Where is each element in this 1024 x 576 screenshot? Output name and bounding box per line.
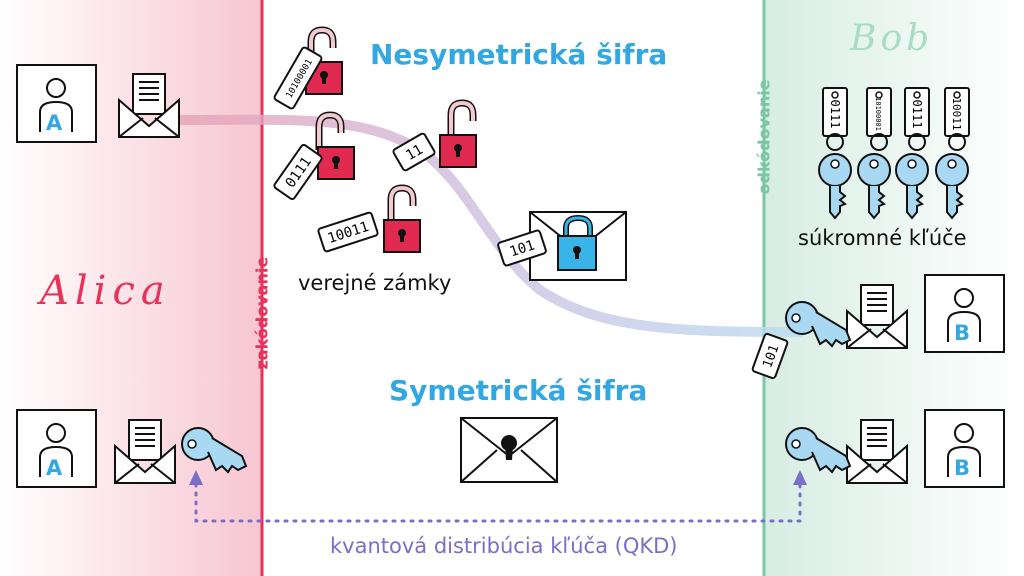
decryption-key-icon bbox=[785, 301, 852, 348]
letter-envelope-icon bbox=[846, 284, 908, 349]
bob-avatar-top bbox=[924, 274, 1005, 353]
locked-envelope-icon bbox=[529, 211, 627, 281]
private-key-icon bbox=[818, 87, 852, 220]
alice-initial: A bbox=[46, 111, 63, 135]
letter-envelope-icon bbox=[846, 419, 908, 484]
bob-initial: B bbox=[954, 456, 971, 480]
key-tag: 10011 bbox=[950, 97, 963, 130]
private-key-icon bbox=[857, 87, 892, 220]
public-lock-icon bbox=[315, 111, 355, 180]
bob-initial: B bbox=[954, 321, 971, 345]
alice-avatar-bottom bbox=[16, 409, 97, 488]
alice-initial: A bbox=[46, 456, 63, 480]
lock-tag: 10011 bbox=[317, 211, 379, 253]
private-keys-label: súkromné kľúče bbox=[798, 226, 967, 250]
bob-signature: Bob bbox=[850, 18, 934, 59]
alice-signature: Alica bbox=[40, 268, 171, 314]
private-key-icon bbox=[935, 87, 970, 220]
tag-label: 11 bbox=[403, 142, 426, 164]
symmetric-key-alice-icon bbox=[181, 427, 248, 474]
qkd-label: kvantová distribúcia kľúča (QKD) bbox=[330, 534, 678, 558]
sealed-envelope-icon bbox=[460, 417, 558, 483]
tag-label: 0111 bbox=[828, 100, 842, 129]
lock-tag: 11 bbox=[392, 132, 436, 172]
alice-avatar-top bbox=[16, 64, 97, 143]
symmetric-cipher-title: Symetrická šifra bbox=[389, 374, 648, 407]
letter-envelope-icon bbox=[118, 73, 180, 138]
lock-tag: 0111 bbox=[273, 143, 323, 201]
tag-label: 10011 bbox=[950, 97, 963, 130]
tag-label: 10100001 bbox=[874, 97, 882, 131]
key-tag: 10100001 bbox=[874, 97, 882, 131]
qkd-arrow-right-icon bbox=[793, 470, 807, 485]
qkd-arrow-left-icon bbox=[189, 470, 203, 485]
tag-label: 101 bbox=[508, 237, 537, 260]
private-key-icon bbox=[895, 87, 930, 220]
letter-envelope-icon bbox=[114, 419, 176, 484]
public-locks-label: verejné zámky bbox=[298, 271, 452, 295]
tag-label: 0111 bbox=[910, 100, 924, 129]
public-lock-icon bbox=[439, 99, 477, 168]
key-tag: 101 bbox=[751, 332, 789, 380]
decoding-label: odkódovanie bbox=[754, 79, 774, 195]
key-tag: 0111 bbox=[828, 100, 842, 129]
key-tag: 0111 bbox=[910, 100, 924, 129]
bob-avatar-bottom bbox=[924, 409, 1005, 488]
symmetric-key-bob-icon bbox=[785, 427, 852, 474]
encoding-label: zakódovanie bbox=[252, 256, 272, 370]
asymmetric-cipher-title: Nesymetrická šifra bbox=[370, 38, 668, 71]
public-lock-icon bbox=[383, 184, 421, 253]
lock-tag: 101 bbox=[497, 229, 547, 267]
